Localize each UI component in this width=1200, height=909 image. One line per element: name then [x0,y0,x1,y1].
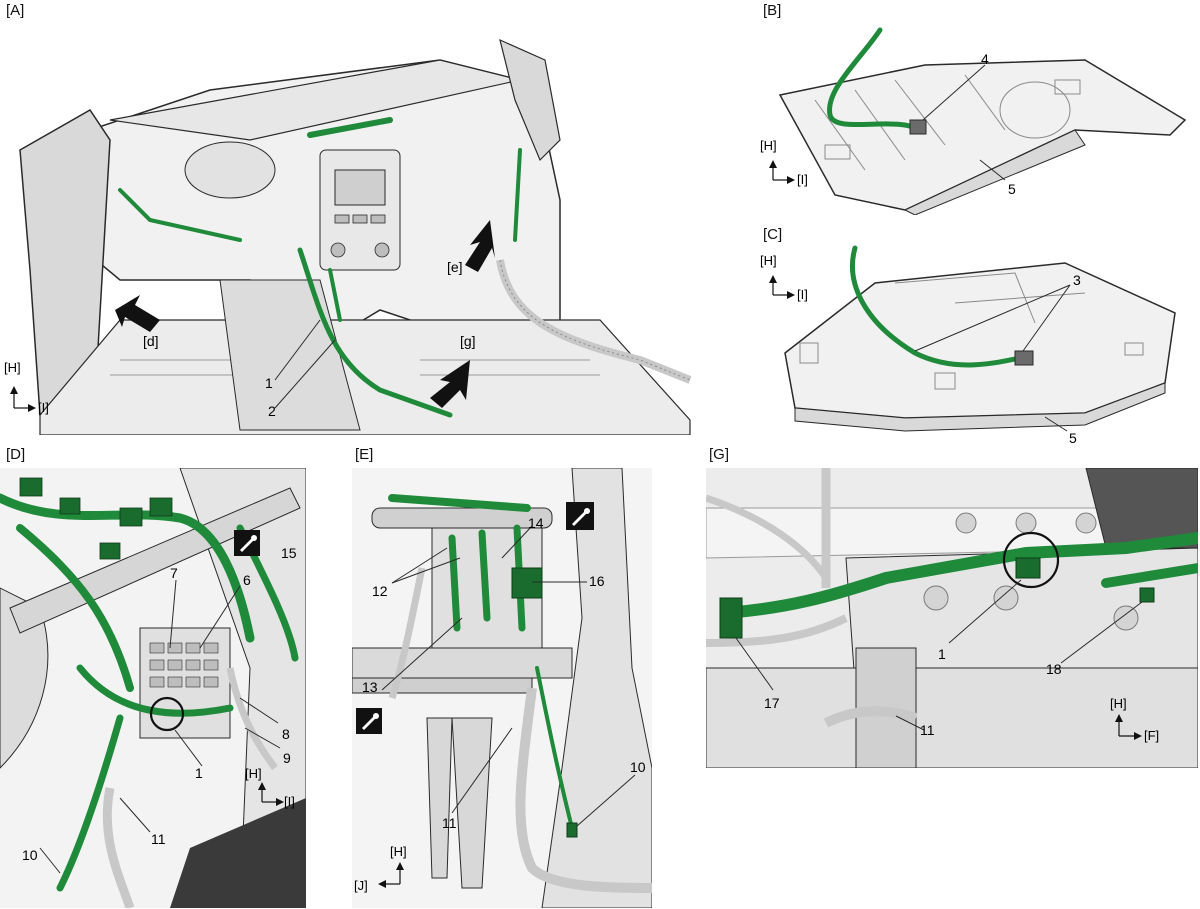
callout-6: 6 [243,572,251,588]
svg-text:[I]: [I] [797,287,808,302]
callout-12: 12 [372,583,388,599]
view-arrow-g [430,360,470,408]
highlight-circle [1002,531,1060,589]
connector-1 [1015,557,1041,579]
view-label-g: [g] [460,333,476,349]
axis-indicator-c: [H] [I] [760,253,808,302]
grease-point-icon [566,502,594,530]
panel-b-bracket-view: 4 5 [H] [I] [760,27,1187,215]
svg-text:[H]: [H] [4,360,21,375]
callout-1: 1 [265,375,273,391]
axis-indicator-e: [H] [J] [354,844,407,893]
callout-1: 1 [195,765,203,781]
panel-c-bracket-view: 3 5 [H] [I] [760,245,1176,443]
svg-text:[F]: [F] [1144,728,1159,743]
callout-8: 8 [282,726,290,742]
panel-label-e: [E] [355,446,374,463]
connector-10 [566,822,578,838]
svg-text:[H]: [H] [1110,696,1127,711]
grease-point-icon [234,530,260,556]
connector-17 [719,597,743,639]
svg-text:[H]: [H] [390,844,407,859]
callout-14: 14 [528,515,544,531]
callout-5: 5 [1008,181,1016,197]
axis-indicator-b: [H] [I] [760,138,808,187]
callout-2: 2 [268,403,276,419]
callout-10: 10 [22,847,38,863]
svg-text:[I]: [I] [38,400,49,415]
panel-label-d: [D] [6,446,26,463]
panel-label-g: [G] [709,446,730,463]
bracket-5 [784,262,1176,419]
callout-13: 13 [362,679,378,695]
center-display [334,169,386,206]
svg-text:[H]: [H] [245,766,262,781]
callout-1: 1 [938,646,946,662]
view-arrow-e [465,220,495,272]
view-label-d: [d] [143,333,159,349]
callout-4: 4 [981,51,989,67]
right-pillar [499,38,561,162]
highlight-circle [149,696,185,732]
callout-10: 10 [630,759,646,775]
callout-16: 16 [589,573,605,589]
axis-indicator-g: [H] [F] [1110,696,1159,743]
callout-15: 15 [281,545,297,561]
panel-label-c: [C] [763,226,783,243]
view-arrow-d [115,295,160,332]
callout-9: 9 [283,750,291,766]
callout-11: 11 [920,722,935,738]
panel-a-dashboard-view: [d] [e] [g] 1 2 [H] [I] [4,38,692,435]
panel-label-a: [A] [6,2,25,19]
axis-indicator-a: [H] [I] [4,360,49,415]
svg-text:[I]: [I] [797,172,808,187]
callout-7: 7 [170,565,178,581]
svg-text:[J]: [J] [354,878,368,893]
callout-11: 11 [442,815,457,831]
connector-3 [1014,350,1034,366]
panel-g-floor-view: 1 17 18 11 [H] [F] [706,468,1198,768]
grease-point-icon [356,708,382,734]
panel-label-b: [B] [763,2,782,19]
panel-d-fuse-box-view: 7 6 15 8 9 1 11 10 [H] [I] [0,468,306,908]
svg-text:[H]: [H] [760,253,777,268]
svg-text:[I]: [I] [284,794,295,809]
callout-11: 11 [151,831,166,847]
instrument-cluster [184,141,276,199]
connector-4 [909,119,927,135]
view-label-e: [e] [447,259,463,275]
svg-text:[H]: [H] [760,138,777,153]
callout-3: 3 [1073,272,1081,288]
connector-18 [1139,587,1155,603]
panel-e-module-view: 12 14 16 13 11 10 [H] [J] [352,468,652,908]
callout-18: 18 [1046,661,1062,677]
axis-indicator-d: [H] [I] [245,766,295,809]
callout-5: 5 [1069,430,1077,443]
callout-17: 17 [764,695,780,711]
bracket-5 [778,59,1187,211]
